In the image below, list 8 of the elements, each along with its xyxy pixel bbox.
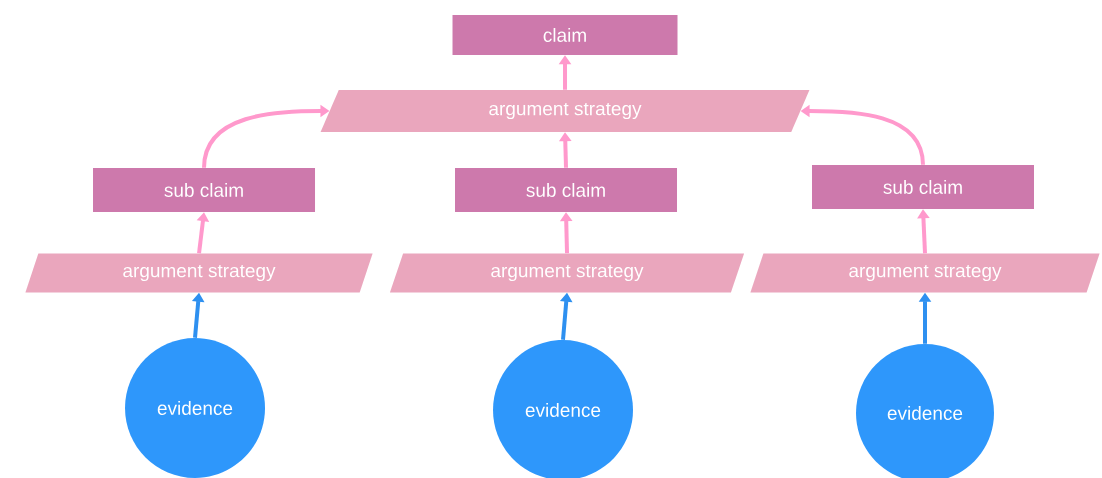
- strategy-parallelogram: argument strategy: [389, 253, 745, 293]
- strategy-parallelogram: argument strategy: [25, 253, 373, 293]
- strategy-parallelogram: argument strategy: [750, 253, 1100, 293]
- sub-claim-box: sub claim: [93, 168, 315, 212]
- claim-box: claim: [452, 15, 678, 55]
- sub-claim-box: sub claim: [812, 165, 1034, 209]
- strategy-parallelogram: argument strategy: [320, 90, 810, 132]
- sub-claim-box: sub claim: [455, 168, 677, 212]
